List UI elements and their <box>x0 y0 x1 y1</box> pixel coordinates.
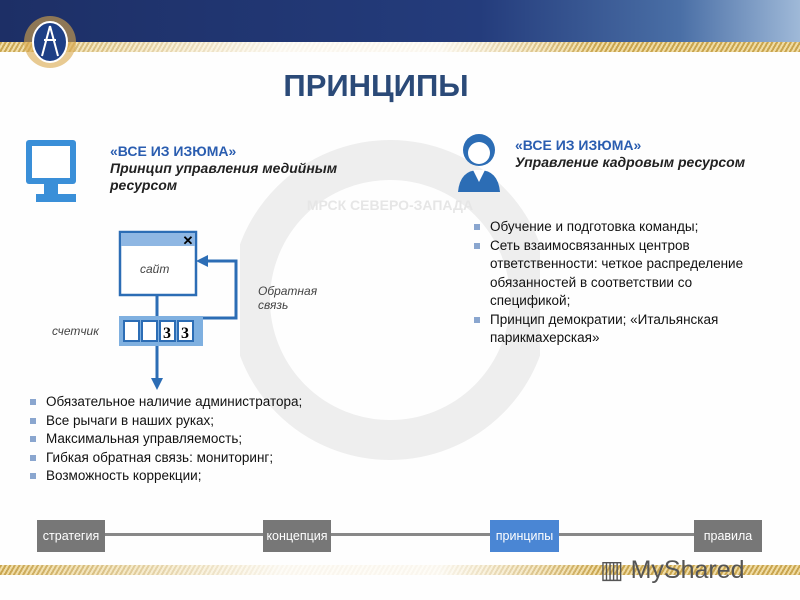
counter-digit: 3 <box>163 325 171 342</box>
list-item: Возможность коррекции; <box>30 467 360 486</box>
right-bullets: Обучение и подготовка команды; Сеть взаи… <box>474 218 744 348</box>
presentation-icon: ▥ <box>600 556 631 584</box>
watermark-label: MyShared <box>630 556 745 584</box>
right-heading: «ВСЕ ИЗ ИЗЮМА» Управление кадровым ресур… <box>515 137 775 171</box>
close-icon: ✕ <box>183 233 194 248</box>
monitor-icon <box>26 140 76 202</box>
site-label: сайт <box>140 262 170 276</box>
myshared-watermark: ▥ MyShared <box>600 555 745 585</box>
list-item: Обязательное наличие администратора; <box>30 393 360 412</box>
page-title: ПРИНЦИПЫ <box>283 68 469 103</box>
right-quote: «ВСЕ ИЗ ИЗЮМА» <box>515 137 642 153</box>
nav-line <box>100 533 700 536</box>
background-watermark-logo: МРСК СЕВЕРО-ЗАПАДА <box>240 140 540 460</box>
right-subtitle: Управление кадровым ресурсом <box>515 154 746 170</box>
nav-step-concept[interactable]: концепция <box>263 520 331 552</box>
counter-digit: 3 <box>181 325 189 342</box>
list-item: Все рычаги в наших руках; <box>30 412 360 431</box>
nav-step-principles[interactable]: принципы <box>490 520 559 552</box>
company-logo-icon <box>24 16 76 68</box>
header-banner <box>0 0 800 42</box>
nav-step-strategy[interactable]: стратегия <box>37 520 105 552</box>
list-item: Максимальная управляемость; <box>30 430 360 449</box>
list-item: Гибкая обратная связь: мониторинг; <box>30 449 360 468</box>
list-item: Обучение и подготовка команды; <box>474 218 744 237</box>
stripe-fade <box>0 42 800 52</box>
list-item: Сеть взаимосвязанных центров ответственн… <box>474 237 744 311</box>
person-icon <box>458 134 500 192</box>
left-subtitle: Принцип управления медийным ресурсом <box>110 160 338 193</box>
left-quote: «ВСЕ ИЗ ИЗЮМА» <box>110 143 237 159</box>
stripe-fade <box>0 565 800 575</box>
left-heading: «ВСЕ ИЗ ИЗЮМА» Принцип управления медийн… <box>110 143 390 194</box>
counter-label: счетчик <box>52 324 99 338</box>
watermark-text: МРСК СЕВЕРО-ЗАПАДА <box>307 197 473 213</box>
feedback-label: Обратная связь <box>258 284 318 312</box>
list-item: Принцип демократии; «Итальянская парикма… <box>474 311 744 348</box>
left-bullets: Обязательное наличие администратора; Все… <box>30 393 360 486</box>
nav-step-rules[interactable]: правила <box>694 520 762 552</box>
